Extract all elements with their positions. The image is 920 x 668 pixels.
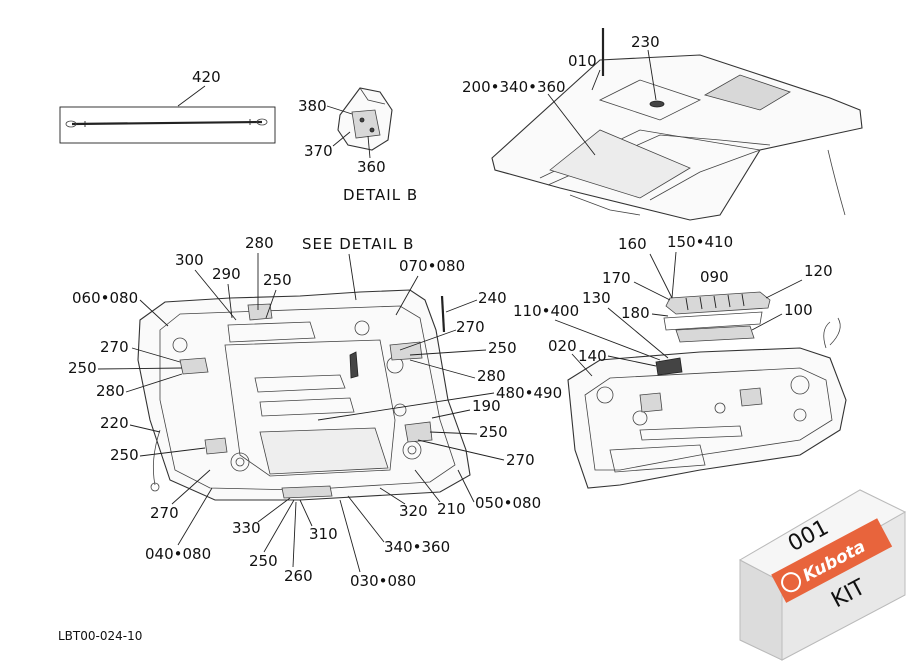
label-250-right1: 250	[488, 339, 517, 357]
label-060-080: 060•080	[72, 289, 138, 307]
label-240: 240	[478, 289, 507, 307]
label-280-top: 280	[245, 234, 274, 252]
label-010: 010	[568, 52, 597, 70]
label-260: 260	[284, 567, 313, 585]
label-480-490: 480•490	[496, 384, 562, 402]
label-320: 320	[399, 502, 428, 520]
kit-box: Kubota 001 KIT	[738, 489, 907, 661]
label-230: 230	[631, 33, 660, 51]
label-250-right2: 250	[479, 423, 508, 441]
label-150-410: 150•410	[667, 233, 733, 251]
label-170: 170	[602, 269, 631, 287]
kubota-logo-icon	[781, 572, 802, 593]
hood-top-view	[491, 28, 863, 221]
label-030-080: 030•080	[350, 572, 416, 590]
label-270-left2: 270	[150, 504, 179, 522]
label-250-left2: 250	[110, 446, 139, 464]
label-280-left: 280	[96, 382, 125, 400]
label-420: 420	[192, 68, 221, 86]
label-270-right1: 270	[456, 318, 485, 336]
label-250-bottom: 250	[249, 552, 278, 570]
hood-underside-main	[137, 289, 471, 501]
label-190: 190	[472, 397, 501, 415]
label-040-080: 040•080	[145, 545, 211, 563]
label-050-080: 050•080	[475, 494, 541, 512]
label-270-right2: 270	[506, 451, 535, 469]
hood-underside-secondary	[567, 317, 847, 489]
diagram-code: LBT00-024-10	[58, 629, 142, 643]
label-090: 090	[700, 268, 729, 286]
label-100: 100	[784, 301, 813, 319]
label-160: 160	[618, 235, 647, 253]
label-250-top: 250	[263, 271, 292, 289]
label-210: 210	[437, 500, 466, 518]
label-110-400: 110•400	[513, 302, 579, 320]
label-270-left1: 270	[100, 338, 129, 356]
label-310: 310	[309, 525, 338, 543]
label-070-080: 070•080	[399, 257, 465, 275]
detail-b-caption: DETAIL B	[343, 186, 418, 204]
part-420-cable	[59, 106, 276, 144]
label-380: 380	[298, 97, 327, 115]
label-180: 180	[621, 304, 650, 322]
label-250-left1: 250	[68, 359, 97, 377]
label-370: 370	[304, 142, 333, 160]
label-330: 330	[232, 519, 261, 537]
label-140: 140	[578, 347, 607, 365]
label-130: 130	[582, 289, 611, 307]
light-bar-assembly	[663, 291, 771, 343]
label-360: 360	[357, 158, 386, 176]
label-280-right: 280	[477, 367, 506, 385]
label-200-340-360: 200•340•360	[462, 78, 566, 96]
label-120: 120	[804, 262, 833, 280]
label-020: 020	[548, 337, 577, 355]
see-detail-b: SEE DETAIL B	[302, 235, 414, 253]
label-340-360: 340•360	[384, 538, 450, 556]
label-300: 300	[175, 251, 204, 269]
detail-b-bracket	[337, 87, 393, 151]
label-220: 220	[100, 414, 129, 432]
label-290: 290	[212, 265, 241, 283]
kubota-brand-band	[771, 518, 893, 603]
